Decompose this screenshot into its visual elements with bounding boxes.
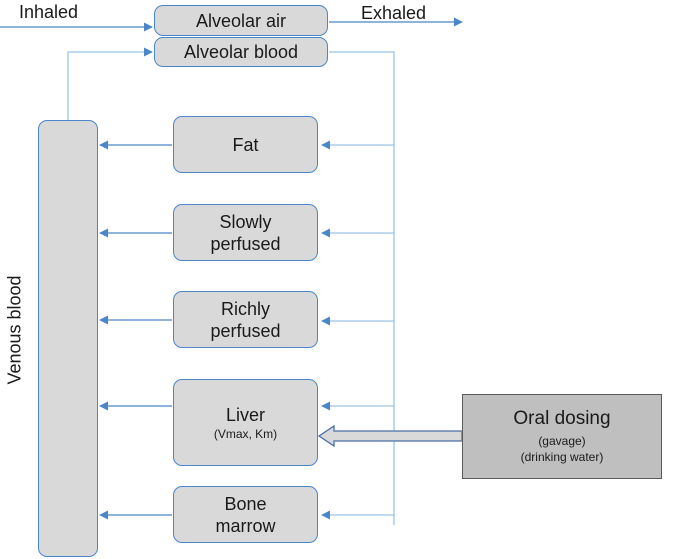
alveolar-air-box: Alveolar air xyxy=(154,5,328,36)
venous-to-alveolar-line xyxy=(67,47,153,120)
slowly-perfused-line2: perfused xyxy=(210,233,281,254)
liver-params: (Vmax, Km) xyxy=(213,426,278,441)
alveolar-blood-label: Alveolar blood xyxy=(183,42,299,62)
fat-box: Fat xyxy=(173,116,318,173)
oral-dosing-box: Oral dosing (gavage) (drinking water) xyxy=(462,394,662,479)
richly-perfused-line1: Richly xyxy=(220,298,270,319)
oral-to-liver-arrow xyxy=(317,424,463,448)
slowly-perfused-box: Slowly perfused xyxy=(173,204,318,261)
fat-label: Fat xyxy=(232,134,259,155)
oral-dosing-water: (drinking water) xyxy=(520,450,604,464)
alveolar-blood-box: Alveolar blood xyxy=(154,37,328,67)
liver-label: Liver xyxy=(225,404,265,425)
alveolar-air-label: Alveolar air xyxy=(195,10,287,31)
oral-dosing-title: Oral dosing xyxy=(513,408,611,429)
oral-dosing-gavage: (gavage) xyxy=(538,434,586,448)
bone-marrow-line1: Bone xyxy=(224,493,267,514)
inhaled-label: Inhaled xyxy=(19,2,79,22)
venous-blood-box xyxy=(38,120,98,557)
liver-box: Liver (Vmax, Km) xyxy=(173,379,318,466)
bone-marrow-box: Bone marrow xyxy=(173,486,318,543)
slowly-perfused-line1: Slowly xyxy=(219,211,272,232)
richly-perfused-line2: perfused xyxy=(210,320,281,341)
exhaled-label: Exhaled xyxy=(361,3,427,23)
arterial-line xyxy=(329,51,395,525)
venous-blood-label: Venous blood xyxy=(4,275,25,385)
bone-marrow-line2: marrow xyxy=(215,515,276,536)
richly-perfused-box: Richly perfused xyxy=(173,291,318,348)
